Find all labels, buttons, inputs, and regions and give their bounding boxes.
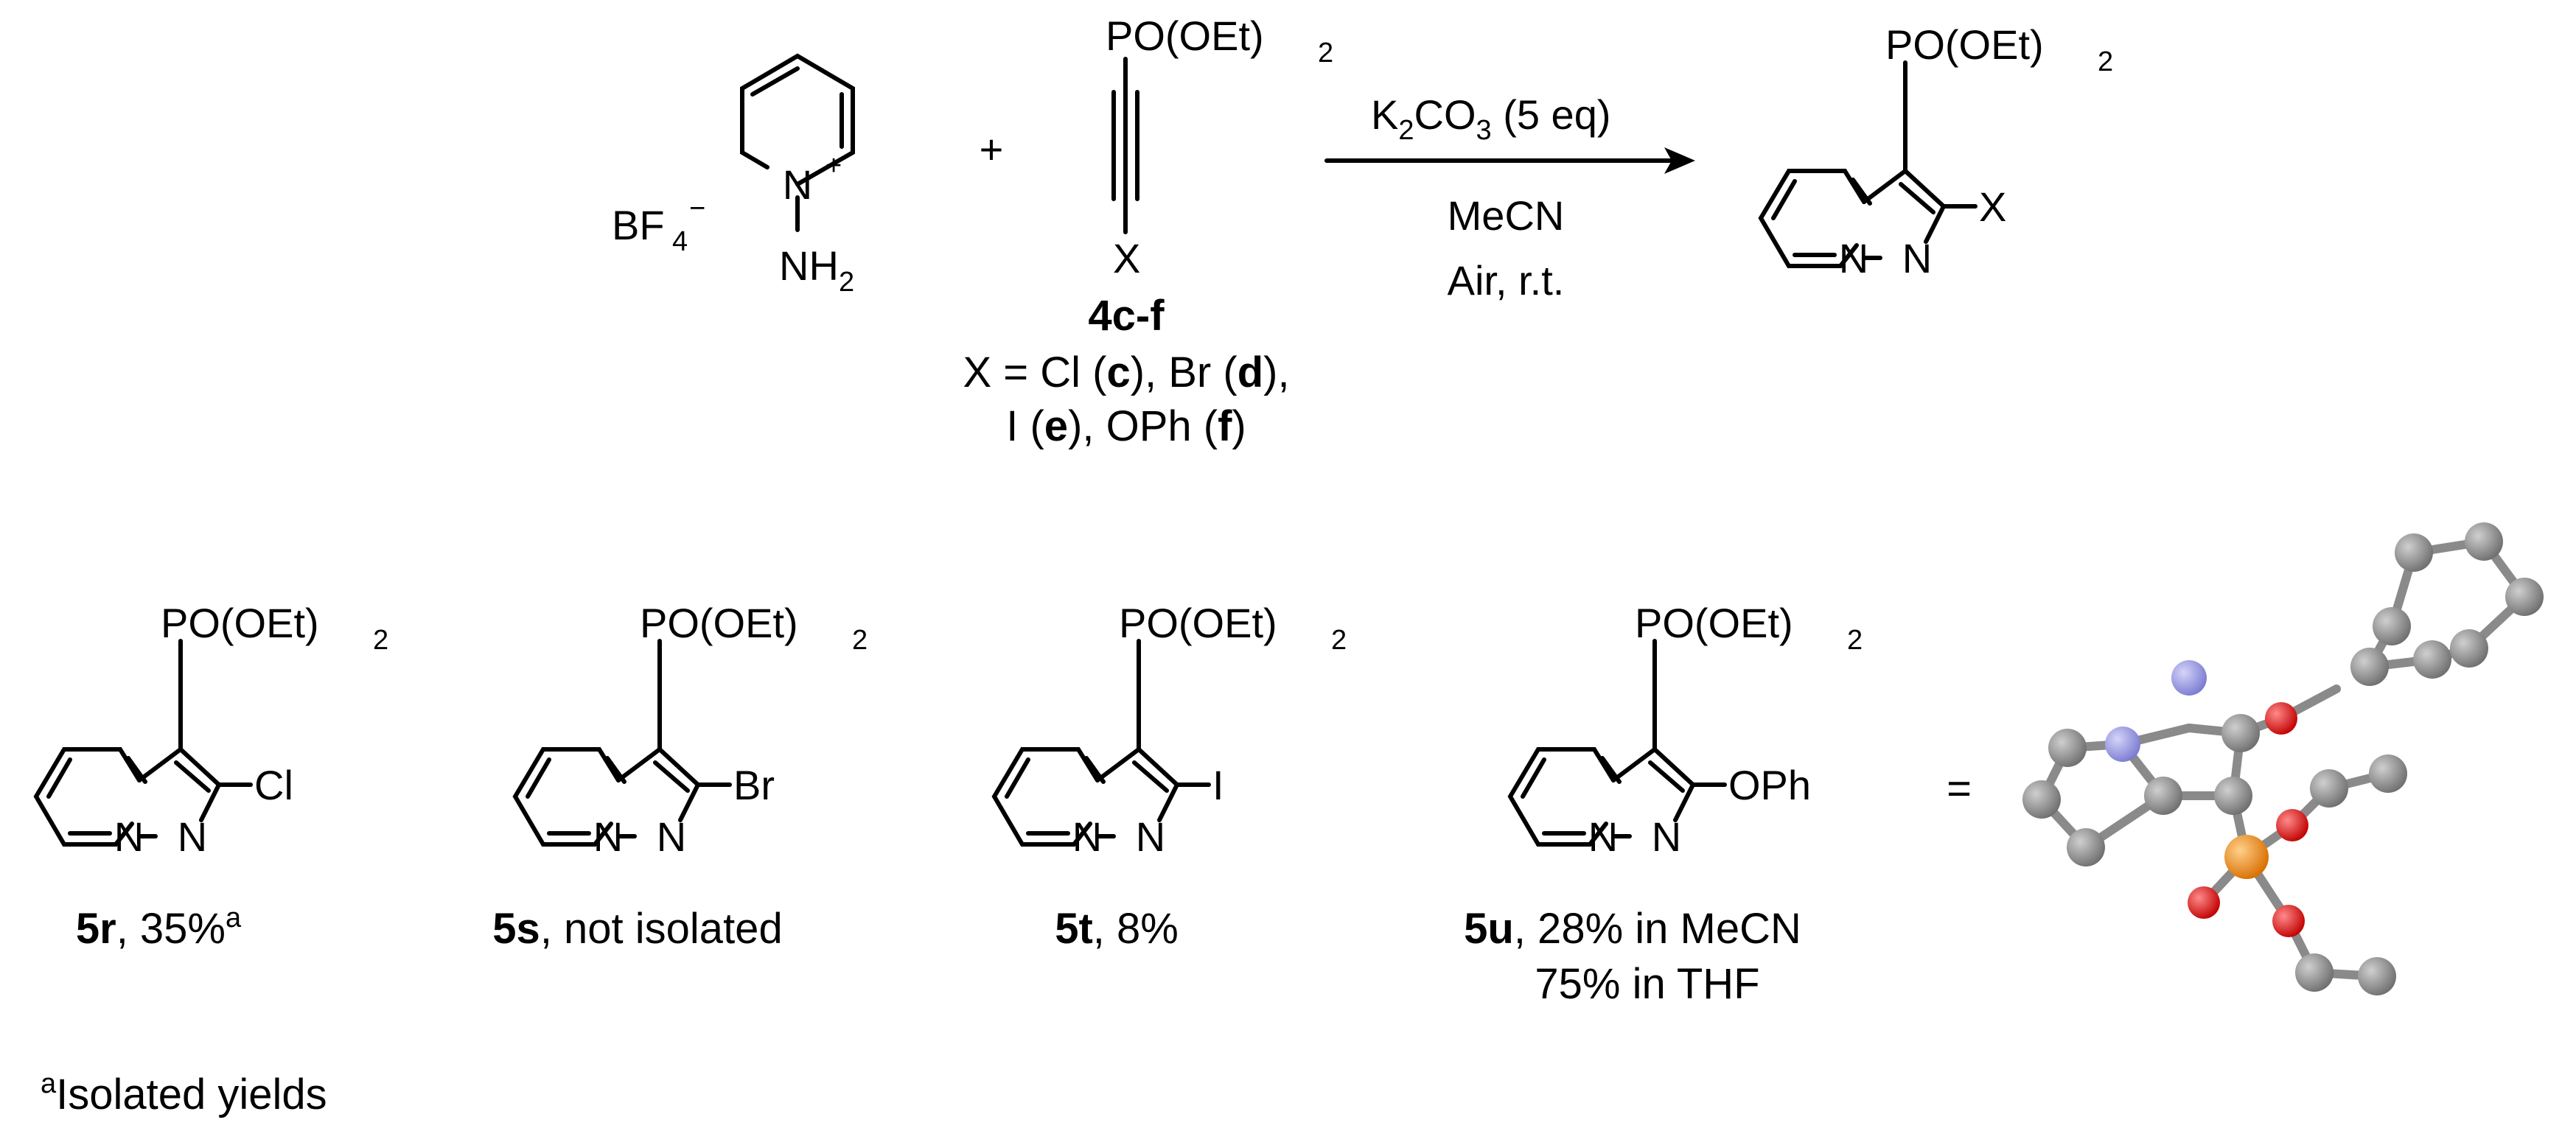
conditions-base: K2CO3 (5 eq) [1371, 91, 1611, 146]
equals-sign: = [1947, 765, 1972, 813]
counterion-label: BF [612, 202, 665, 248]
compound-caption: 5t, 8% [1055, 905, 1179, 953]
svg-text:N: N [1136, 813, 1165, 860]
product-scaffold: N N PO(OEt) 2 [1507, 600, 1863, 860]
compound-yield: , 35% [116, 905, 226, 953]
product-scaffold: N N PO(OEt) 2 [991, 600, 1347, 860]
svg-text:PO(OEt): PO(OEt) [1119, 600, 1277, 646]
plus-sign: + [980, 126, 1004, 172]
atom-carbon [2221, 714, 2260, 752]
svg-text:N: N [593, 813, 623, 860]
compound-id: 5s [492, 905, 540, 953]
amine-subscript: 2 [839, 267, 854, 298]
conditions-atmosphere: Air, r.t. [1448, 257, 1565, 304]
svg-text:N: N [657, 813, 686, 860]
product-scaffold: N N PO(OEt) 2 [33, 600, 388, 860]
atom-nitrogen [2171, 660, 2207, 696]
atom-carbon [2395, 533, 2433, 572]
footnote: aIsolated yields [41, 1068, 327, 1118]
compound-yield: , 8% [1093, 905, 1179, 953]
compound-id: 5u [1464, 905, 1514, 953]
atoms [2022, 522, 2544, 995]
alkynyl-phosphonate: PO(OEt) 2 X 4c-f [1088, 13, 1333, 340]
amine-label: NH [779, 242, 839, 289]
substituent-label: I [1212, 762, 1224, 808]
svg-text:N: N [1588, 813, 1618, 860]
substituent-line-1: X = Cl (c), Br (d), [963, 349, 1289, 396]
substituent-label: Br [733, 762, 775, 808]
crystal-structure [2022, 522, 2544, 995]
atom-carbon [2505, 578, 2544, 616]
svg-text:PO(OEt): PO(OEt) [161, 600, 319, 646]
substituent-line-2: I (e), OPh (f) [1006, 402, 1246, 450]
product-5s: N N PO(OEt) 2 Br 5s, not isolated [492, 600, 868, 953]
svg-text:N: N [1652, 813, 1681, 860]
product-5r: N N PO(OEt) 2 Cl 5r, 35%a [33, 600, 388, 953]
compound-caption: 5s, not isolated [492, 905, 782, 953]
compound-caption: 5r, 35%a [76, 903, 242, 953]
compound-yield: , not isolated [540, 905, 783, 953]
atom-carbon [2214, 777, 2252, 815]
phosphonate-subscript: 2 [1318, 38, 1333, 69]
atom-carbon [2067, 828, 2105, 866]
phosphonate-label: PO(OEt) [1106, 13, 1264, 59]
atom-oxygen [2188, 886, 2220, 919]
svg-text:PO(OEt): PO(OEt) [640, 600, 798, 646]
reagent-id: 4c-f [1088, 292, 1165, 340]
svg-text:PO(OEt): PO(OEt) [1885, 21, 2044, 68]
counterion-charge: − [689, 193, 705, 224]
svg-text:N: N [1072, 813, 1102, 860]
svg-text:N: N [178, 813, 207, 860]
conditions-solvent: MeCN [1448, 192, 1565, 239]
ring-n-charge: + [825, 150, 842, 181]
compound-id: 5t [1055, 905, 1093, 953]
compound-caption: 5u, 28% in MeCN [1464, 905, 1801, 953]
atom-carbon [2048, 729, 2087, 767]
ring-n-label: N [783, 161, 812, 208]
atom-carbon [2373, 607, 2411, 645]
svg-text:2: 2 [852, 625, 868, 656]
product-5u: N N PO(OEt) 2 OPh 5u, 28% in MeCN 75% in T… [1464, 600, 1863, 1008]
atom-carbon [2350, 648, 2389, 686]
product-substituent: X [1979, 183, 2006, 230]
svg-text:PO(OEt): PO(OEt) [1635, 600, 1793, 646]
compound-id: 5r [76, 905, 116, 953]
atom-carbon [2413, 640, 2451, 679]
counterion-subscript: 4 [672, 226, 688, 257]
n-aminopyridinium-salt: N + NH 2 BF 4 − [612, 53, 855, 298]
atom-carbon [2369, 754, 2407, 793]
atom-carbon [2465, 522, 2503, 561]
svg-text:2: 2 [2098, 46, 2113, 77]
atom-carbon [2144, 777, 2182, 815]
svg-text:N: N [1839, 235, 1868, 281]
yield-footnote-mark: a [226, 903, 242, 934]
svg-text:2: 2 [1847, 625, 1863, 656]
substituent-label: Cl [254, 762, 293, 808]
product-scaffold: N N PO(OEt) 2 [1758, 21, 2113, 281]
generic-product: N N PO(OEt) 2 X [1758, 21, 2113, 281]
svg-text:2: 2 [373, 625, 388, 656]
reaction-arrow [1324, 147, 1695, 174]
atom-nitrogen [2105, 726, 2140, 762]
product-scaffold: N N PO(OEt) 2 [512, 600, 868, 860]
svg-text:N: N [114, 813, 144, 860]
atom-carbon [2358, 957, 2396, 995]
atom-carbon [2295, 953, 2334, 992]
compound-yield-2: 75% in THF [1535, 960, 1759, 1008]
x-label: X [1113, 235, 1140, 281]
svg-text:N: N [1902, 235, 1932, 281]
compound-yield: , 28% in MeCN [1514, 905, 1801, 953]
atom-oxygen [2276, 809, 2308, 841]
atom-carbon [2310, 769, 2348, 808]
svg-text:2: 2 [1331, 625, 1347, 656]
atom-oxygen [2272, 905, 2305, 937]
product-5t: N N PO(OEt) 2 I 5t, 8% [991, 600, 1347, 953]
atom-carbon [2022, 780, 2061, 819]
atom-phosphorus [2224, 835, 2269, 879]
atom-oxygen [2265, 702, 2297, 735]
atom-carbon [2450, 629, 2488, 668]
substituent-label: OPh [1728, 762, 1811, 808]
